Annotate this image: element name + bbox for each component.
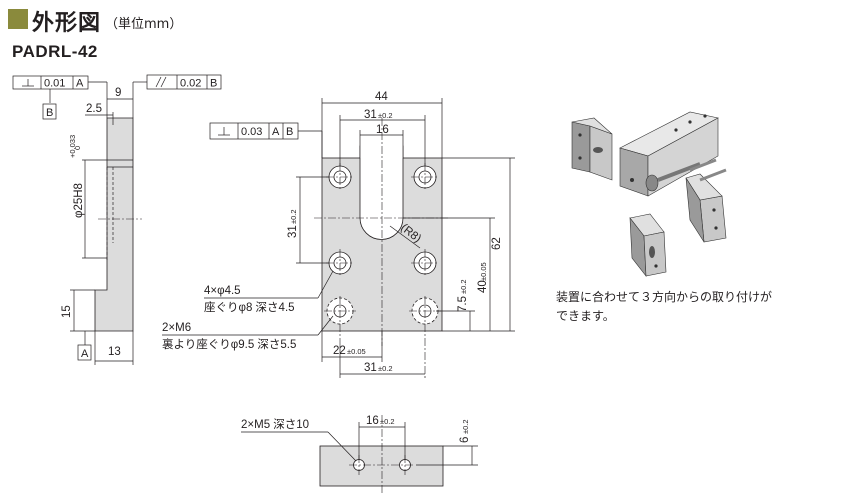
dim-bore: φ25H8 (73, 183, 85, 218)
dim-h7-5-tol: ±0.2 (459, 279, 468, 294)
thread-hole-right (409, 296, 441, 376)
dim-step-2-5: 2.5 (86, 103, 102, 115)
front-perp-datum-1: A (272, 126, 280, 138)
datum-b-marker: B (42, 89, 57, 120)
model-code: PADRL-42 (12, 42, 98, 61)
front-perp-datum-2: B (286, 126, 293, 138)
assembly-caption: 装置に合わせて３方向からの取り付けが できます。 (556, 288, 806, 326)
header-square-icon (8, 9, 28, 29)
side-perp-tolerance-frame: 0.01 A (12, 75, 108, 118)
dim-width-44: 44 (375, 91, 388, 103)
side-parallel-datum: B (210, 78, 217, 90)
dim-thickness-9: 9 (115, 87, 121, 99)
side-perp-value: 0.01 (44, 78, 65, 90)
page-title: 外形図 (32, 11, 102, 36)
callout-counterbore: 座ぐりφ8 深さ4.5 (204, 300, 295, 314)
datum-b-label: B (46, 107, 53, 119)
side-parallel-tolerance-frame: 0.02 B (132, 74, 222, 118)
bottom-view: 16 ±0.2 6 ±0.2 2×M5 深さ10 (241, 415, 478, 494)
bottom-thread-callout: 2×M5 深さ10 (241, 417, 309, 431)
side-view: 0.01 A B 0.02 B 9 2.5 (12, 74, 222, 365)
dim-width-13: 13 (108, 346, 121, 358)
dim-pitch-vertical-tol: ±0.2 (289, 209, 298, 224)
dim-w22-tol: ±0.05 (347, 347, 366, 356)
dim-height-15: 15 (61, 305, 73, 318)
hole-top-right (411, 163, 439, 191)
assembly-bracket-bottom (629, 213, 667, 277)
front-view: 0.03 A B 44 31 ±0.2 16 31 ±0.2 (R8) (162, 91, 515, 378)
side-parallel-value: 0.02 (180, 78, 201, 90)
dim-h40-tol: ±0.05 (479, 262, 488, 281)
hole-top-left (326, 163, 354, 191)
bottom-offset-tol: ±0.2 (461, 419, 470, 434)
bottom-view-part (319, 445, 444, 487)
dim-pitch-vertical-value: 31 (287, 225, 299, 238)
side-view-part (94, 117, 134, 332)
hole-mid-left (326, 249, 354, 277)
dim-w22-value: 22 (333, 345, 346, 357)
dim-slot-16: 16 (376, 124, 389, 136)
datum-a-label: A (81, 348, 89, 360)
center-slot (359, 145, 404, 240)
assembly-illustration (571, 111, 727, 277)
dim-bore-tol-upper: +0.033 (68, 135, 77, 158)
hole-mid-right (411, 249, 439, 277)
callout-back-counterbore: 裏より座ぐりφ9.5 深さ5.5 (162, 337, 296, 351)
dim-pitch-top-value: 31 (364, 109, 377, 121)
front-perp-tolerance-frame: 0.03 A B (209, 122, 323, 158)
front-perp-value: 0.03 (241, 126, 262, 138)
datum-a-marker: A (77, 331, 92, 361)
dim-bore-tol-lower: 0 (73, 146, 82, 150)
dim-h40-value: 40 (477, 280, 489, 293)
unit-note: （単位mm） (105, 17, 183, 32)
dim-height-62: 62 (491, 237, 503, 250)
callout-thread: 2×M6 (162, 322, 191, 334)
side-perp-datum: A (76, 78, 84, 90)
bottom-pitch-tol: ±0.2 (380, 417, 395, 426)
assembly-main-body (619, 111, 719, 197)
callout-holes-count: 4×φ4.5 (204, 285, 241, 297)
bottom-offset-value: 6 (459, 437, 471, 443)
dim-pitch-bottom-tol: ±0.2 (378, 364, 393, 373)
assembly-caption-line-1: 装置に合わせて３方向からの取り付けが (556, 290, 773, 304)
assembly-caption-line-2: できます。 (556, 309, 615, 323)
dim-pitch-top-tol: ±0.2 (378, 111, 393, 120)
assembly-bracket-left (571, 117, 613, 181)
thread-hole-left (324, 296, 356, 346)
dim-pitch-bottom-value: 31 (364, 362, 377, 374)
dim-h7-5-value: 7.5 (457, 296, 469, 312)
assembly-bracket-right (685, 158, 727, 243)
bottom-pitch-value: 16 (366, 415, 379, 427)
